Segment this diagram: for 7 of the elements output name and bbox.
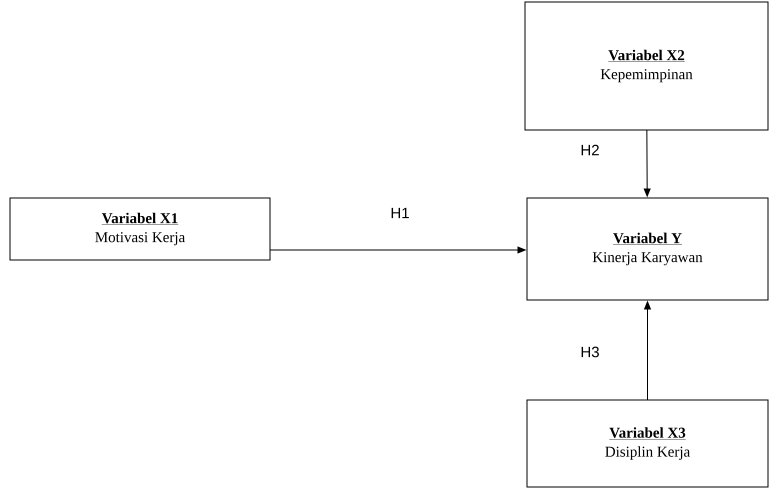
edge-label: H1 <box>392 208 409 218</box>
edge-label: H3 <box>582 346 599 358</box>
edge-label: H2 <box>582 144 599 156</box>
variable-box: Variabel Y Kinerja Karyawan <box>526 198 768 300</box>
variable-box: Variabel X3 Disiplin Kerja <box>526 400 768 488</box>
variable-box: Variabel X2 Kepemimpinan <box>524 2 768 130</box>
variable-box: Variabel X1 Motivasi Kerja <box>10 198 270 260</box>
